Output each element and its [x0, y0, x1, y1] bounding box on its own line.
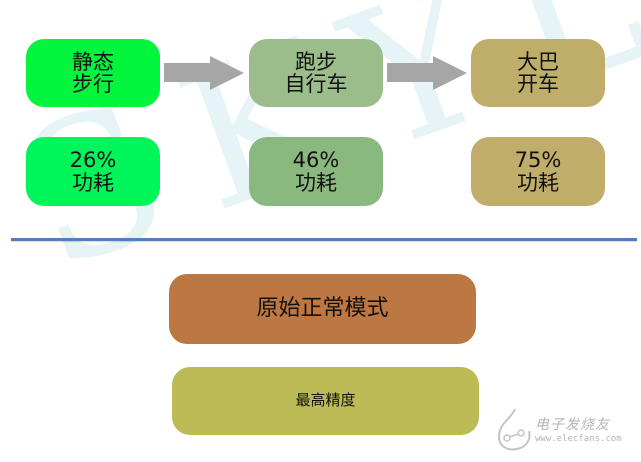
- elecfans-logo: 电子发烧友 www.elecfans.com: [495, 405, 622, 453]
- power-label: 46% 功耗: [292, 148, 340, 195]
- power-75: 75% 功耗: [471, 137, 605, 206]
- arrow-right-icon: [164, 56, 244, 90]
- logo-name: 电子发烧友: [535, 417, 610, 433]
- stage-label: 静态 步行: [72, 49, 114, 96]
- divider-line: [11, 238, 637, 241]
- mode-original-normal: 原始正常模式: [169, 274, 476, 344]
- power-label: 26% 功耗: [69, 148, 117, 195]
- power-26: 26% 功耗: [26, 137, 160, 206]
- mode-label: 原始正常模式: [256, 296, 389, 322]
- power-label: 75% 功耗: [514, 148, 562, 195]
- power-46: 46% 功耗: [249, 137, 383, 206]
- mode-highest-precision: 最高精度: [172, 367, 479, 435]
- logo-url: www.elecfans.com: [535, 434, 622, 444]
- stage-bus-driving: 大巴 开车: [471, 39, 605, 107]
- arrow-right-icon: [387, 56, 467, 90]
- stage-label: 跑步 自行车: [284, 49, 348, 96]
- precision-label: 最高精度: [295, 391, 356, 410]
- stage-static-walking: 静态 步行: [26, 39, 160, 107]
- circuit-logo-icon: [497, 408, 531, 451]
- stage-running-cycling: 跑步 自行车: [249, 39, 383, 107]
- stage-label: 大巴 开车: [517, 49, 559, 96]
